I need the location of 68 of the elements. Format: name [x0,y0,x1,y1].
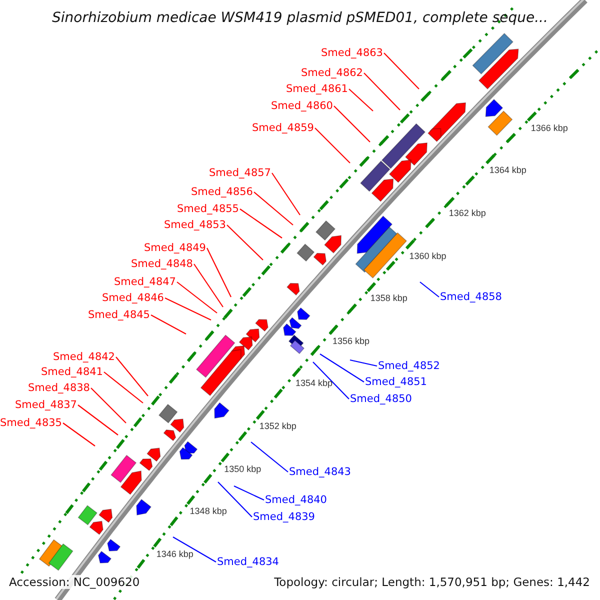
leader-line [334,106,370,142]
leader-line [420,282,440,298]
gene-label: Smed_4839 [253,511,315,523]
leader-line [164,298,212,320]
leader-line [254,192,294,226]
leader-line [314,128,350,164]
scale-label: 1354 kbp [296,378,333,388]
scale-label: 1350 kbp [224,464,262,474]
gene-label: Smed_4846 [102,292,164,304]
leader-line [312,362,350,400]
gene-label: Smed_4843 [289,466,351,478]
gene-label: Smed_4863 [321,47,383,59]
gene-label: Smed_4840 [265,494,327,506]
gene-label: Smed_4859 [252,122,314,134]
leader-line [240,208,282,238]
leader-line [384,52,420,90]
leader-line [234,486,264,500]
leader-line [116,356,148,396]
map-title: Sinorhizobium medicae WSM419 plasmid pSMED01, complete seque... [52,10,548,26]
gene-label: Smed_4848 [131,258,193,270]
gene-label: Smed_4861 [286,83,348,95]
scale-label: 1360 kbp [409,250,446,260]
leader-line [320,354,364,382]
gene-label: Smed_4851 [365,376,427,388]
leader-line [62,422,96,446]
leader-line [194,264,224,308]
leader-line [176,282,218,314]
scale-label: 1364 kbp [489,165,526,176]
leader-line [348,88,374,112]
gene-label: Smed_4835 [0,417,62,429]
gene-label: Smed_4862 [301,67,363,79]
gene-label: Smed_4860 [271,100,333,112]
gene-label: Smed_4855 [177,203,239,215]
leader-line [90,388,126,424]
accession-text: Accession: NC_009620 [9,575,140,589]
scale-label: 1346 kbp [156,548,194,559]
gene-label: Smed_4857 [209,167,271,179]
scale-label: 1362 kbp [448,208,486,218]
scale-label: 1348 kbp [190,506,227,516]
leader-line [226,224,264,260]
gene-label: Smed_4845 [88,309,150,321]
gene-label: Smed_4834 [217,556,279,568]
gene-label: Smed_4841 [41,366,103,378]
sequence-summary-text: Topology: circular; Length: 1,570,951 bp; Genes: 1,442 [274,575,590,589]
leader-line [364,72,400,110]
gene-label: Smed_4850 [350,393,412,405]
scale-label: 1356 kbp [332,336,370,346]
scale-label: 1352 kbp [259,420,296,431]
leader-line [218,482,252,518]
leader-line [104,372,144,404]
gene-label: Smed_4837 [15,399,77,411]
leader-line [150,314,186,334]
leader-line [250,442,288,472]
leader-line [78,404,118,436]
gene-label: Smed_4852 [378,360,440,372]
gene-label: Smed_4853 [164,219,226,231]
leader-line [206,248,232,298]
gene-label: Smed_4842 [53,351,115,363]
gene-label: Smed_4856 [191,186,253,198]
leader-line [350,359,378,367]
gene-label: Smed_4849 [144,242,206,254]
gene-label: Smed_4858 [440,291,502,303]
gene-label: Smed_4847 [114,276,176,288]
scale-label: 1366 kbp [530,122,568,132]
leader-line [272,172,300,216]
gene-label: Smed_4838 [28,382,90,394]
leader-line [172,536,216,562]
scale-label: 1358 kbp [370,293,408,304]
